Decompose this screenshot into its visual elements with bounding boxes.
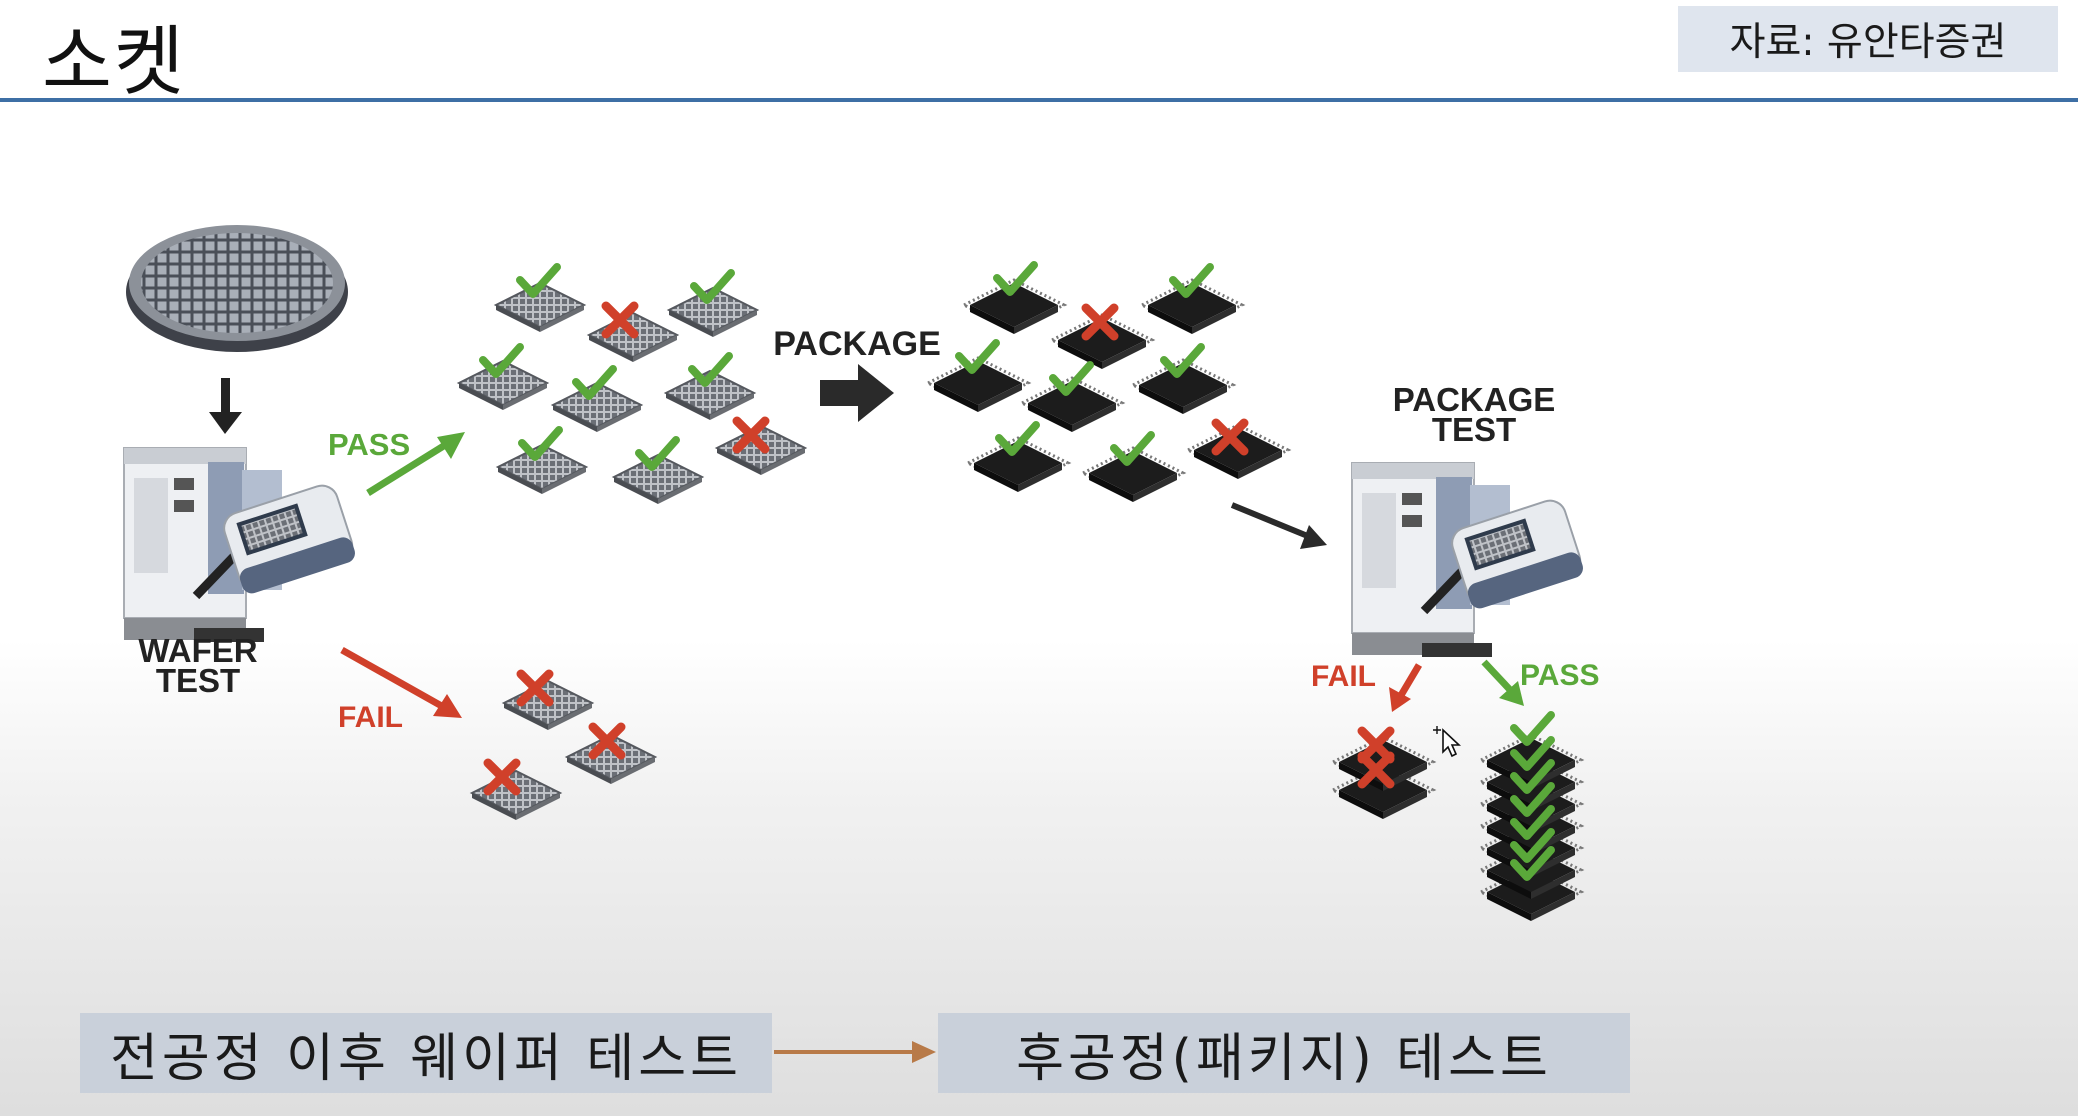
pre-process-stage-label: 전공정 이후 웨이퍼 테스트: [80, 1013, 772, 1093]
wafer-test-label-line1: WAFER: [138, 632, 257, 669]
pass-arrow-icon: [366, 432, 465, 496]
failed-package-stack: [1331, 731, 1435, 821]
package-pass-label: PASS: [1520, 659, 1599, 692]
test-flow-diagram: WAFER TEST PASS FAIL: [0, 225, 1599, 923]
source-badge: 자료: 유안타증권: [1678, 6, 2058, 72]
package-arrow-icon: [820, 364, 894, 422]
package-tester: [1352, 463, 1586, 657]
pass-label: PASS: [328, 427, 410, 462]
wafer: [126, 225, 348, 352]
down-arrow-icon: [209, 378, 242, 434]
failed-dies: [471, 674, 656, 821]
package-fail-label: FAIL: [1311, 660, 1376, 693]
package-test-label-line1: PACKAGE: [1393, 381, 1556, 418]
fail-label: FAIL: [338, 701, 403, 734]
package-label: PACKAGE: [773, 325, 941, 363]
wafer-test-label-line2: TEST: [156, 662, 240, 699]
package-fail-arrow-icon: [1389, 663, 1423, 712]
post-process-stage-label: 후공정(패키지) 테스트: [938, 1013, 1630, 1093]
passed-dies: [458, 267, 806, 505]
stage-arrow-icon: [774, 1041, 936, 1063]
move-cursor-icon: [1433, 726, 1462, 758]
wafer-tester: [124, 448, 358, 642]
title-divider: [0, 98, 2078, 102]
package-pass-arrow-icon: [1481, 659, 1524, 706]
passed-package-stack: [1479, 715, 1583, 923]
packaged-chips: [926, 265, 1290, 504]
to-package-test-arrow-icon: [1230, 502, 1327, 549]
page-title: 소켓: [42, 17, 186, 106]
package-test-label-line2: TEST: [1432, 411, 1516, 448]
fail-arrow-icon: [340, 646, 462, 718]
